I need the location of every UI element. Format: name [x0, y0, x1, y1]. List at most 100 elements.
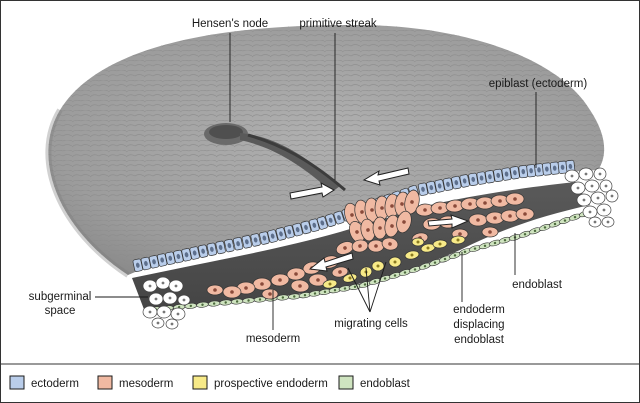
arrow-inward-right: [362, 167, 410, 186]
mesoderm-cell: [308, 273, 328, 287]
ectoderm-cell: [197, 244, 209, 258]
ectoderm-cell: [267, 229, 278, 243]
prospective-endoderm-cell: [322, 279, 338, 289]
mesoderm-cell: [430, 201, 450, 215]
legend-label-ectoderm: ectoderm: [31, 378, 79, 390]
legend-label-mesoderm: mesoderm: [119, 378, 173, 390]
endoblast-cell: [388, 272, 402, 279]
ectoderm-cell: [165, 251, 176, 265]
mesoderm-cell: [286, 267, 306, 281]
legend-label-prospective-endoderm: prospective endoderm: [214, 378, 328, 390]
prospective-endoderm-cell: [411, 237, 425, 247]
legend: ectoderm mesoderm prospective endoderm e…: [9, 375, 411, 390]
ectoderm-cell: [526, 164, 536, 178]
ectoderm-cell: [518, 165, 529, 179]
mesoderm-cell: [367, 239, 385, 253]
mesoderm-cell: [460, 197, 480, 211]
mesoderm-cell: [505, 192, 525, 206]
yolk-cell: [570, 181, 586, 195]
ectoderm-cell: [189, 246, 200, 260]
arrow-migrate-right: [427, 214, 470, 229]
arrow-inward-left: [289, 182, 335, 200]
label-primitive-streak: primitive streak: [299, 18, 377, 30]
yolk-cell: [593, 167, 607, 181]
ectoderm-cell: [250, 233, 261, 247]
legend-item-prospective-endoderm: prospective endoderm: [192, 375, 328, 390]
label-migrating-cells: migrating cells: [334, 318, 408, 330]
yolk-cell: [162, 291, 178, 305]
diagram-labels: Hensen's node primitive streak epiblast …: [29, 18, 588, 346]
label-endoderm-displacing: displacing: [453, 319, 504, 331]
ectoderm-cell: [565, 159, 576, 174]
label-epiblast: epiblast (ectoderm): [489, 78, 588, 90]
legend-item-mesoderm: mesoderm: [97, 375, 173, 390]
yolk-cell: [170, 307, 186, 321]
prospective-endoderm-cell: [342, 273, 358, 283]
ectoderm-cell: [241, 235, 253, 249]
leader-lines: [95, 33, 537, 330]
yolk-cell: [155, 276, 171, 290]
endoblast-cell: [568, 213, 582, 221]
ectoderm-cell: [534, 163, 544, 177]
mesoderm-cell: [331, 266, 349, 278]
ectoderm-cell: [309, 218, 320, 233]
disc-surface: [45, 24, 605, 278]
ectoderm-cell: [333, 210, 345, 225]
prospective-endoderm-cell: [432, 239, 448, 249]
legend-label-endoblast: endoblast: [360, 378, 411, 390]
yolk-cell: [151, 317, 165, 329]
yolk-cell: [605, 189, 619, 203]
prospective-endoderm-cell: [388, 256, 402, 268]
ectoderm-cell: [325, 213, 337, 228]
mesoderm-cell: [261, 288, 279, 300]
ectoderm-cell: [476, 171, 487, 185]
ectoderm-cell: [224, 238, 235, 253]
arrow-migrate-left: [308, 252, 354, 272]
mesoderm-cell: [404, 189, 420, 215]
mesoderm-cell: [381, 237, 399, 251]
leader-migrating-3: [369, 261, 387, 313]
ectoderm-cell: [300, 220, 312, 235]
mesoderm-cell: [468, 213, 488, 227]
yolk-cell: [576, 193, 592, 207]
prospective-endoderm-cell: [371, 260, 385, 272]
ectoderm-cell: [232, 237, 244, 251]
ectoderm-cell: [451, 175, 462, 190]
ectoderm-cell: [215, 240, 226, 255]
legend-swatch-endoblast: [338, 375, 354, 390]
mesoderm-cell: [396, 210, 412, 234]
yolk-cell: [582, 205, 598, 219]
ectoderm-cell: [501, 167, 512, 181]
mesoderm-cell: [252, 277, 272, 291]
yolk-cell: [588, 216, 602, 228]
yolk-cell: [578, 167, 594, 181]
label-subgerminal-space: space: [45, 305, 76, 317]
yolk-cell: [177, 294, 191, 306]
mesoderm-cell: [384, 214, 400, 238]
mesoderm-cell: [270, 273, 290, 287]
ectoderm-cell: [275, 227, 287, 241]
label-mesoderm: mesoderm: [246, 333, 300, 345]
mesoderm-cell: [236, 281, 256, 295]
ectoderm-cell: [292, 222, 303, 237]
yolk-cell: [599, 179, 613, 193]
yolk-cell: [142, 279, 158, 293]
ectoderm-cell: [493, 168, 504, 183]
mesoderm-cell: [206, 284, 224, 296]
mesoderm-cell: [485, 211, 505, 225]
mesoderm-cell: [481, 226, 499, 238]
prospective-endoderm-cell: [450, 235, 466, 245]
ectoderm-cell: [434, 179, 445, 193]
legend-item-endoblast: endoblast: [338, 375, 411, 390]
endoblast-cell: [498, 236, 512, 244]
label-endoblast: endoblast: [512, 279, 563, 291]
yolk-cell: [584, 179, 600, 193]
mesoderm-cell: [222, 285, 242, 299]
primitive-streak: [204, 123, 346, 192]
legend-swatch-prospective-endoderm: [192, 375, 208, 390]
label-endoderm: endoderm: [453, 304, 505, 316]
endoblast-cell: [242, 297, 255, 304]
ectoderm-cell: [542, 162, 552, 176]
